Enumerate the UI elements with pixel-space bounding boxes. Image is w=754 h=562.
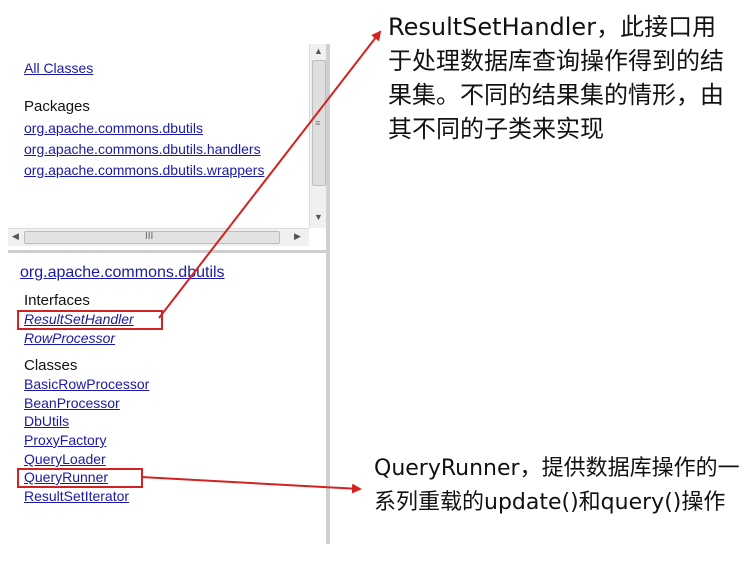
package-title-link[interactable]: org.apache.commons.dbutils [20,264,225,281]
classes-heading: Classes [24,357,78,374]
packages-frame: All Classes Packages org.apache.commons.… [8,44,326,228]
class-link-basicrowprocessor[interactable]: BasicRowProcessor [24,376,150,392]
all-classes-link[interactable]: All Classes [24,60,94,76]
class-link-queryloader[interactable]: QueryLoader [24,451,106,467]
package-link-wrappers[interactable]: org.apache.commons.dbutils.wrappers [24,162,265,178]
class-link-dbutils[interactable]: DbUtils [24,413,70,429]
vertical-scroll-thumb[interactable]: ≡ [312,60,326,186]
scroll-up-icon[interactable]: ▲ [314,46,323,56]
packages-heading: Packages [24,98,90,115]
vertical-scrollbar[interactable]: ▲ ≡ ▼ [309,44,327,228]
class-link-beanprocessor[interactable]: BeanProcessor [24,395,120,411]
interfaces-heading: Interfaces [24,292,90,309]
class-link-resultsetiterator[interactable]: ResultSetIterator [24,488,130,504]
scroll-grip-icon: ≡ [315,118,321,128]
class-link-proxyfactory[interactable]: ProxyFactory [24,432,107,448]
interface-link-resultsethandler[interactable]: ResultSetHandler [24,311,134,327]
horizontal-scroll-thumb[interactable]: III [24,231,280,244]
scroll-grip-icon: III [145,231,154,242]
arrow-to-resultsethandler-note [158,30,382,319]
scroll-left-icon[interactable]: ◀ [12,231,19,241]
horizontal-scrollbar[interactable]: ◀ III ▶ [8,228,309,246]
arrow-to-queryrunner-note [140,476,362,494]
highlight-box-resultsethandler [17,310,163,330]
package-link-dbutils[interactable]: org.apache.commons.dbutils [24,120,203,136]
scroll-right-icon[interactable]: ▶ [294,231,301,241]
interface-link-rowprocessor[interactable]: RowProcessor [24,330,116,346]
scroll-down-icon[interactable]: ▼ [314,212,323,222]
resultsethandler-annotation: ResultSetHandler，此接口用于处理数据库查询操作得到的结果集。不同… [388,13,724,143]
package-link-handlers[interactable]: org.apache.commons.dbutils.handlers [24,141,261,157]
frame-border [326,44,330,544]
class-link-queryrunner[interactable]: QueryRunner [24,469,109,485]
queryrunner-annotation: QueryRunner，提供数据库操作的一系列重载的update()和query… [374,456,740,515]
frame-divider[interactable] [8,250,330,253]
